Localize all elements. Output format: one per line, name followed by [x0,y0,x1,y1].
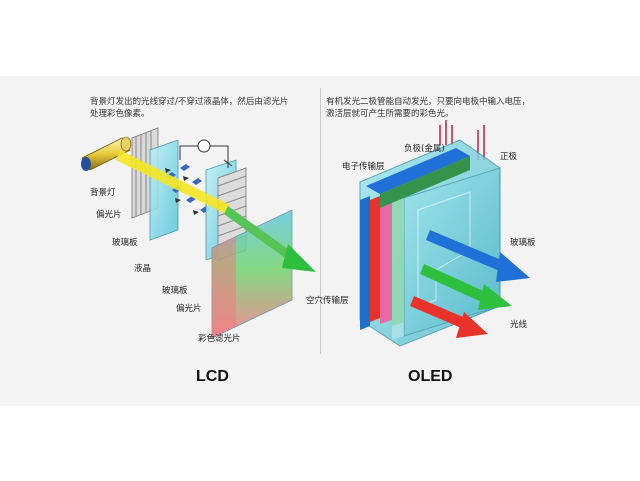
label-backlight: 背景灯 [90,188,116,198]
label-electron-transport: 电子传输层 [342,162,385,172]
lcd-circuit [179,139,233,168]
oled-cathode-layer [366,148,470,208]
oled-light-arrows [410,230,530,338]
label-glass-2: 玻璃板 [162,286,188,296]
lcd-description-line2: 处理彩色像素。 [90,109,150,119]
label-anode: 正极 [500,152,518,162]
lcd-backlight [81,136,132,171]
lcd-light-beam [116,150,316,272]
oled-description: 有机发光二极管能自动发光，只要向电极中输入电压， 激活层就可产生所需要的彩色光。 [326,96,530,120]
label-cathode: 负极(金属) [404,144,445,154]
label-polarizer-1: 偏光片 [96,210,122,220]
label-color-filter: 彩色滤光片 [198,334,241,344]
label-glass-1: 玻璃板 [112,238,138,248]
lcd-caption: LCD [196,368,229,385]
label-hole-transport: 空穴传输层 [306,296,349,306]
label-glass: 玻璃板 [510,238,536,248]
lcd-description: 背景灯发出的光线穿过/不穿过液晶体，然后由滤光片 处理彩色像素。 [90,96,288,120]
label-liquid-crystal: 液晶 [134,264,152,274]
lcd-description-line1: 背景灯发出的光线穿过/不穿过液晶体，然后由滤光片 [90,97,289,107]
lcd-glass-1 [149,139,179,241]
oled-description-line1: 有机发光二极管能自动发光，只要向电极中输入电压， [326,97,531,107]
oled-description-line2: 激活层就可产生所需要的彩色光。 [326,109,454,119]
label-light: 光线 [510,320,528,330]
label-polarizer-2: 偏光片 [176,304,202,314]
oled-caption: OLED [408,368,453,385]
center-divider [320,88,321,354]
lcd-small-arrows [165,168,199,215]
